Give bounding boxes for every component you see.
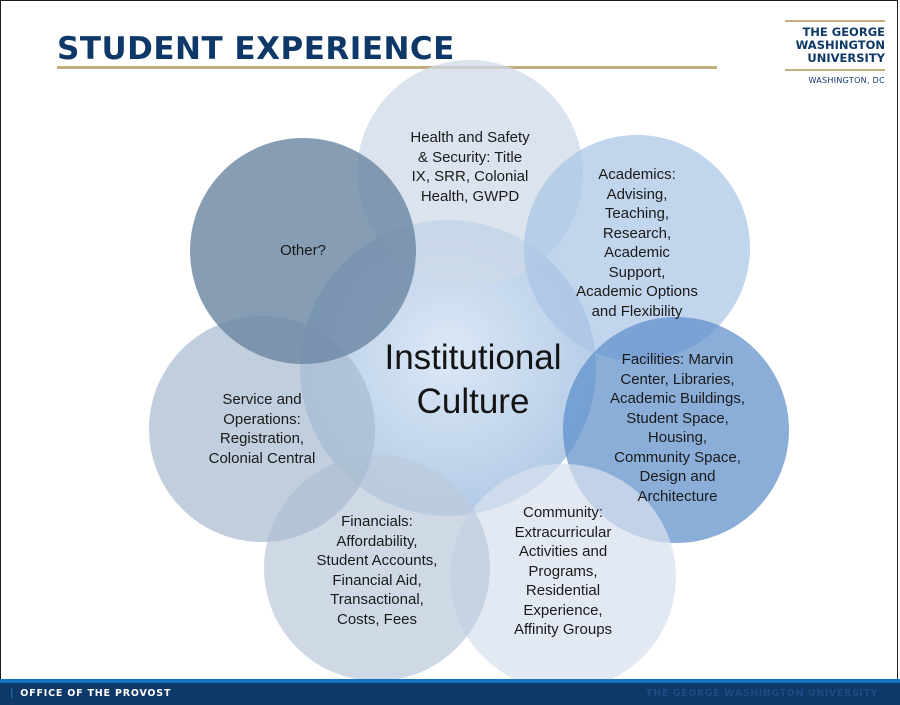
label-facilities-line-5: Housing, <box>647 429 708 446</box>
label-academics-line-6: Support, <box>608 263 666 281</box>
footer-office-label: | OFFICE OF THE PROVOST <box>10 688 171 699</box>
label-academics-line-2: Advising, <box>606 185 668 203</box>
label-facilities-line-3: Academic Buildings, <box>609 390 746 407</box>
label-service-line-3: Registration, <box>219 430 305 447</box>
circle-other <box>190 138 416 364</box>
label-service-line-2: Operations: <box>223 410 301 428</box>
footer-bar: | OFFICE OF THE PROVOST THE GEORGE WASHIN… <box>0 679 900 705</box>
label-community-line-4: Programs, <box>528 562 598 580</box>
label-facilities-line-7: Design and <box>639 468 716 485</box>
label-academics-line-1: Academics: <box>598 166 676 183</box>
label-financials-line-4: Financial Aid, <box>332 571 422 589</box>
logo-line-1: THE GEORGE <box>802 25 885 39</box>
label-community-line-6: Experience, <box>523 601 603 619</box>
slide-frame <box>0 0 898 679</box>
logo-line-2: WASHINGTON <box>795 38 885 52</box>
label-facilities-line-2: Center, Libraries, <box>620 370 735 388</box>
label-financials-line-6: Costs, Fees <box>336 610 418 628</box>
label-financials: Financials: Affordability, Student Account… <box>282 512 472 629</box>
circle-community <box>450 464 676 679</box>
venn-diagram <box>149 60 789 679</box>
label-community-line-5: Residential <box>525 582 601 599</box>
university-logo: THE GEORGE WASHINGTON UNIVERSITY WASHING… <box>785 20 885 85</box>
label-financials-line-5: Transactional, <box>330 591 424 608</box>
circle-service <box>149 316 375 542</box>
label-community-line-7: Affinity Groups <box>513 621 613 638</box>
label-service-line-1: Service and <box>222 391 302 408</box>
label-financials-line-2: Affordability, <box>336 532 418 550</box>
label-academics-line-7: Academic Options <box>576 283 698 300</box>
label-academics-line-8: and Flexibility <box>591 302 683 320</box>
logo-bottom-rule <box>785 69 885 71</box>
label-service-line-4: Colonial Central <box>208 449 316 467</box>
label-health-line-2: & Security: Title <box>417 148 523 166</box>
label-financials-line-1: Financials: <box>341 513 413 530</box>
label-facilities-line-8: Architecture <box>637 487 718 505</box>
title-underline <box>57 66 717 69</box>
label-community-line-3: Activities and <box>518 543 608 560</box>
label-health-line-1: Health and Safety <box>410 129 530 146</box>
logo-location: WASHINGTON, DC <box>808 76 885 85</box>
label-center-line-1: Institutional <box>384 338 562 377</box>
label-center-line-2: Culture <box>416 382 530 421</box>
label-academics-line-3: Teaching, <box>604 205 670 222</box>
label-community-line-1: Community: <box>522 504 604 521</box>
label-facilities-line-6: Community Space, <box>614 448 741 466</box>
label-academics-line-5: Academic <box>604 244 670 261</box>
label-facilities-line-4: Student Space, <box>626 409 729 427</box>
label-other: Other? <box>223 241 383 261</box>
slide-title: STUDENT EXPERIENCE <box>57 31 455 67</box>
logo-top-rule <box>785 20 885 22</box>
label-academics: Academics: Advising, Teaching, Research, Aca… <box>547 165 727 321</box>
label-community-line-2: Extracurricular <box>514 523 612 541</box>
label-health-line-4: Health, GWPD <box>420 187 520 205</box>
logo-line-3: UNIVERSITY <box>807 51 885 65</box>
label-academics-line-4: Research, <box>602 224 672 242</box>
label-health-line-3: IX, SRR, Colonial <box>411 168 529 185</box>
circle-academics <box>524 135 750 361</box>
label-other-line-1: Other? <box>280 242 326 259</box>
footer-university-label: THE GEORGE WASHINGTON UNIVERSITY <box>646 688 878 699</box>
logo-wordmark: THE GEORGE WASHINGTON UNIVERSITY <box>785 26 885 65</box>
footer-office-text: OFFICE OF THE PROVOST <box>20 688 172 699</box>
footer-divider: | <box>10 688 15 699</box>
label-financials-line-3: Student Accounts, <box>316 552 438 569</box>
label-facilities-line-1: Facilities: Marvin <box>621 351 734 368</box>
